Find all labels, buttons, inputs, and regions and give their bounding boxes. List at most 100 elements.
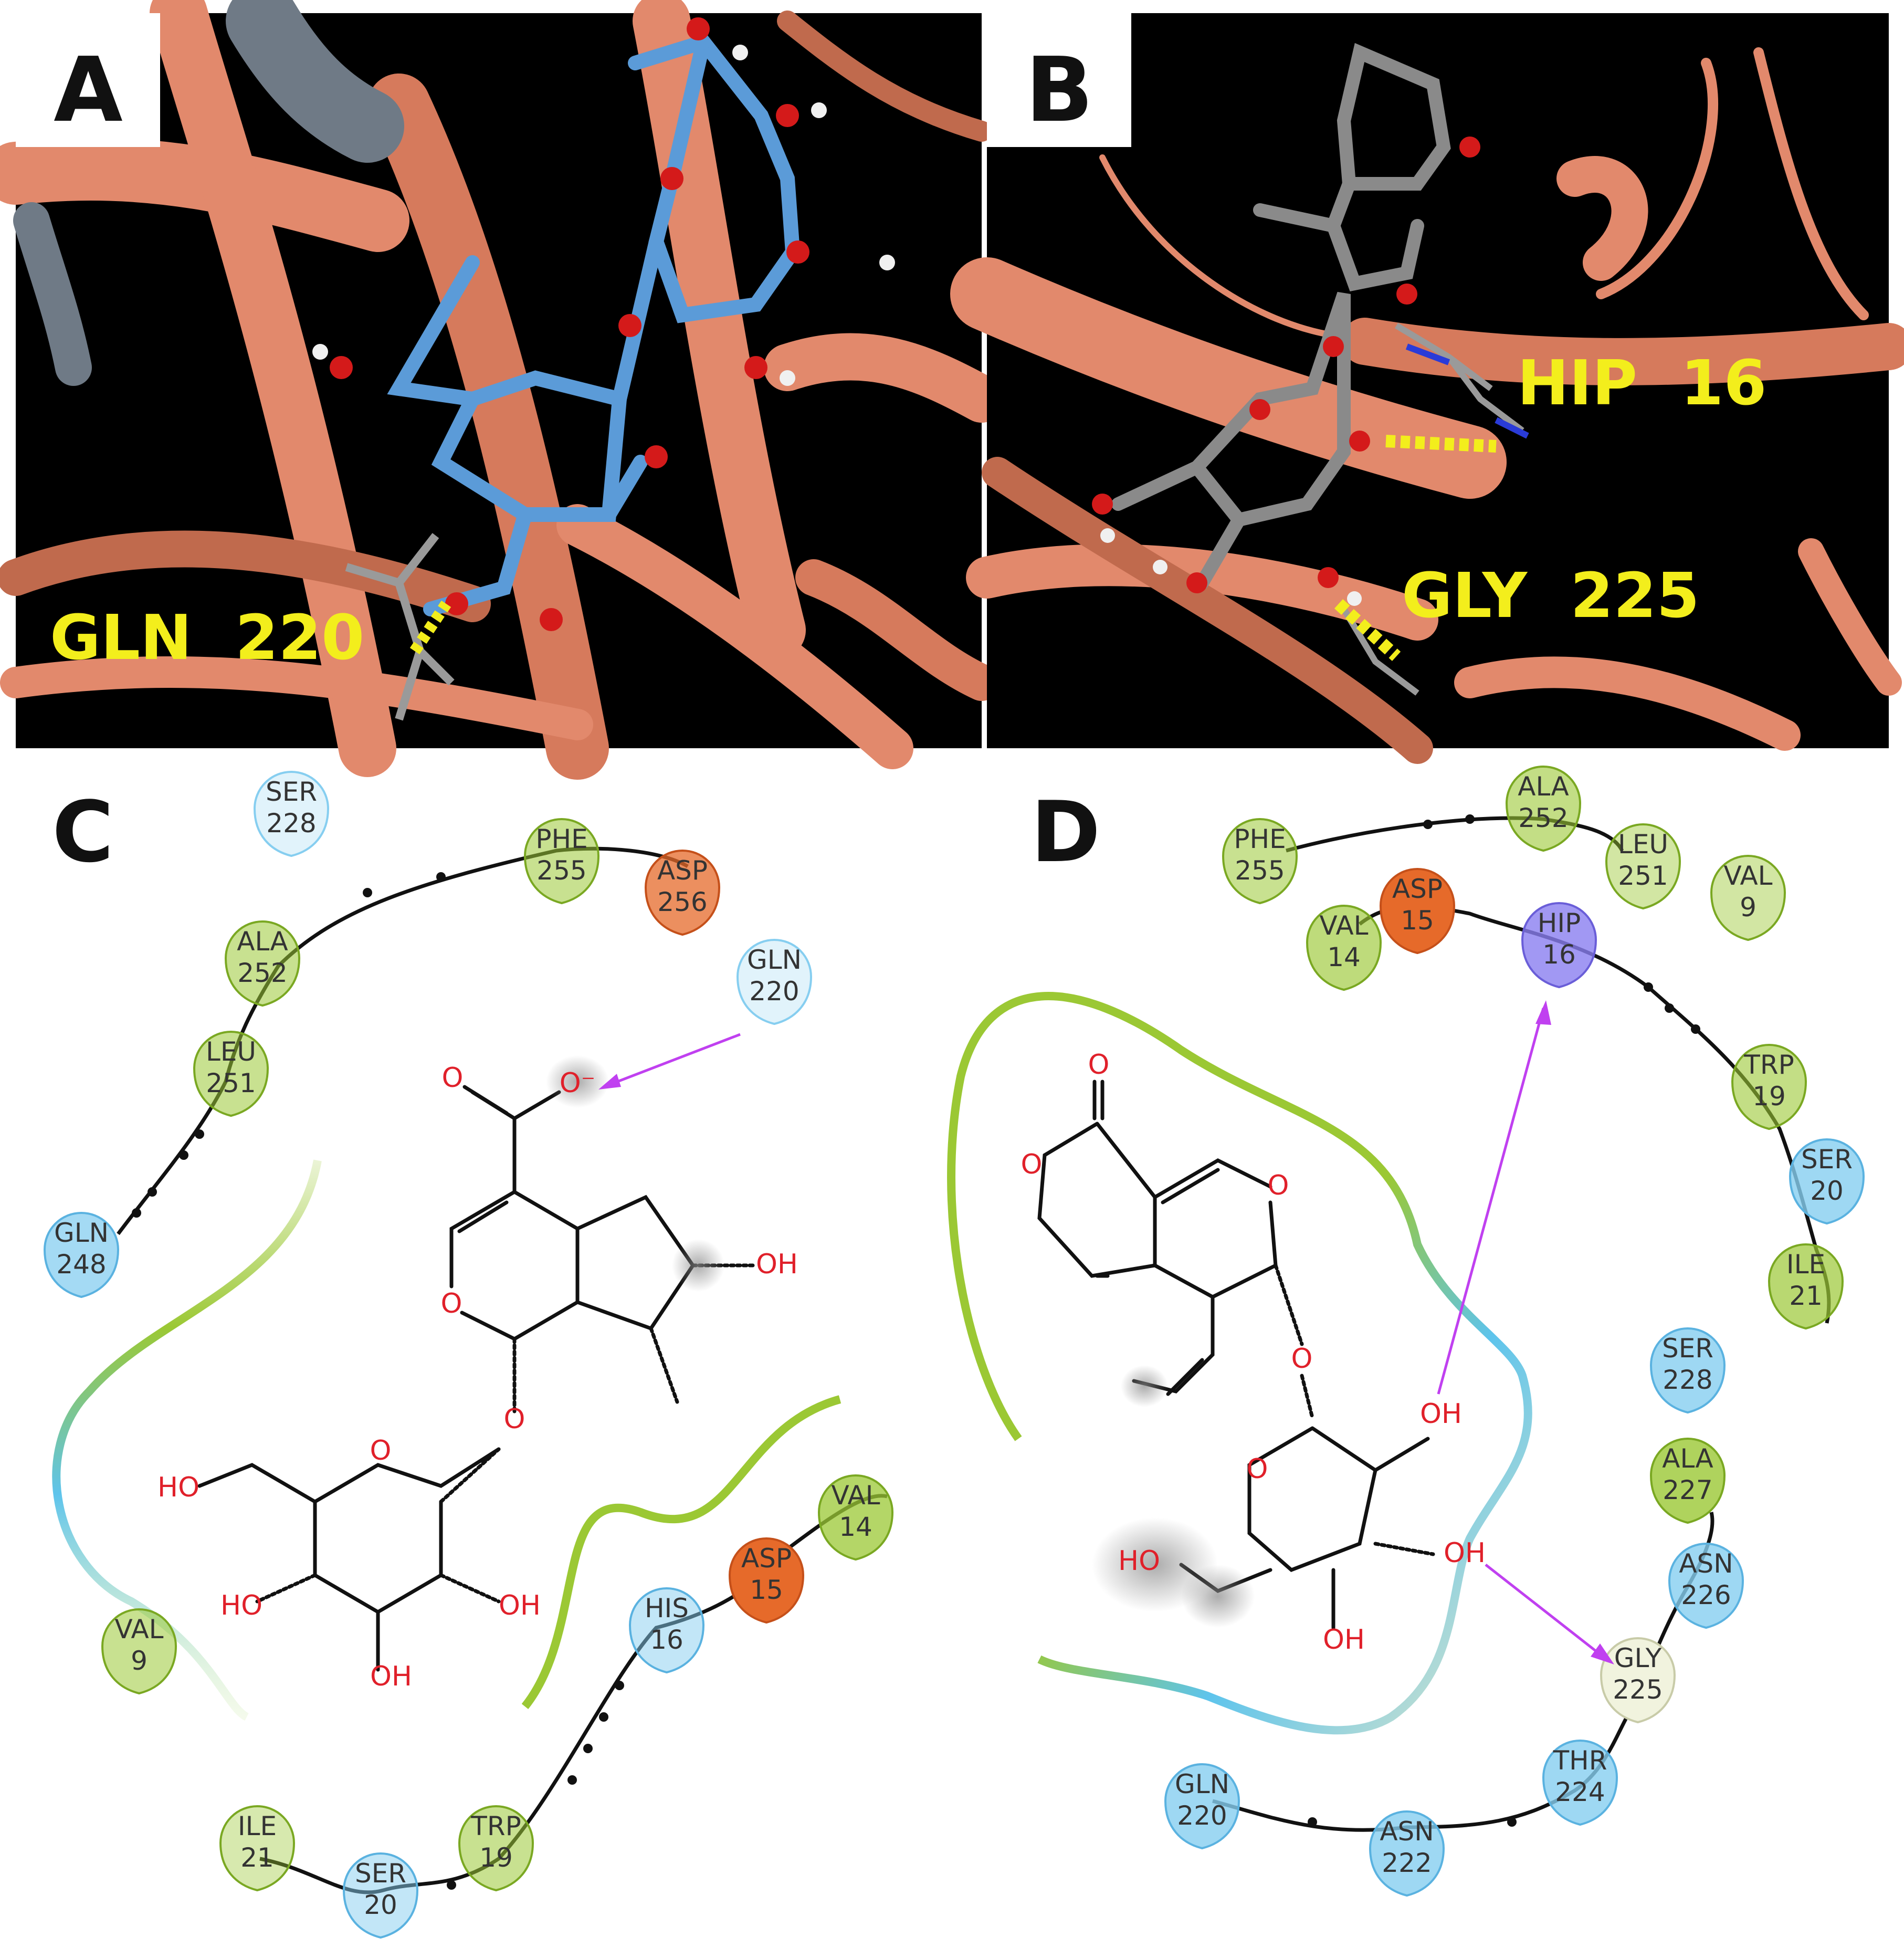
svg-text:19: 19 bbox=[479, 1842, 513, 1873]
atom-d-o-pyran: O bbox=[1268, 1170, 1289, 1201]
svg-text:GLN: GLN bbox=[1175, 1769, 1229, 1799]
svg-text:ALA: ALA bbox=[237, 926, 288, 957]
hbond-arrow-d-gly225 bbox=[1485, 1564, 1607, 1660]
svg-text:SER: SER bbox=[266, 777, 317, 807]
label-gln220-a: GLN 220 bbox=[50, 601, 364, 674]
residue-d-gln220: GLN 220 bbox=[1164, 1763, 1240, 1850]
panel-a-letter: A bbox=[54, 38, 123, 142]
residue-c-ala252: ALA 252 bbox=[224, 920, 301, 1007]
hbond-b-hip16 bbox=[1385, 435, 1497, 453]
svg-text:PHE: PHE bbox=[535, 824, 587, 854]
svg-text:LEU: LEU bbox=[1618, 829, 1668, 860]
svg-text:20: 20 bbox=[1810, 1176, 1844, 1206]
atom-d-o-sugar: O bbox=[1247, 1453, 1268, 1485]
svg-text:227: 227 bbox=[1663, 1475, 1712, 1505]
atom-c-oh-c2: OH bbox=[499, 1590, 541, 1621]
ligand-d-skeleton bbox=[1037, 1080, 1435, 1630]
panel-b-letter: B bbox=[1025, 38, 1093, 142]
atom-c-o-ring1: O bbox=[441, 1288, 462, 1319]
residue-c-ser228: SER 228 bbox=[253, 771, 330, 857]
ligand-d-atom-labels: O O O O OH O OH HO OH bbox=[1021, 1049, 1486, 1656]
svg-text:GLN: GLN bbox=[747, 945, 802, 975]
svg-text:21: 21 bbox=[1789, 1281, 1823, 1311]
svg-text:LEU: LEU bbox=[206, 1036, 256, 1067]
svg-text:SER: SER bbox=[1801, 1144, 1853, 1175]
svg-text:ASP: ASP bbox=[657, 855, 708, 886]
svg-text:14: 14 bbox=[839, 1512, 872, 1542]
svg-text:VAL: VAL bbox=[1319, 910, 1368, 941]
svg-text:252: 252 bbox=[1518, 803, 1568, 833]
label-gly225-b: GLY 225 bbox=[1402, 559, 1700, 632]
svg-text:9: 9 bbox=[1740, 892, 1756, 923]
backbone-nodes-c bbox=[132, 872, 750, 1890]
residue-d-hip16: HIP 16 bbox=[1521, 902, 1597, 989]
residue-d-asp15: ASP 15 bbox=[1379, 868, 1456, 955]
atom-d-oh-c3: OH bbox=[1444, 1537, 1486, 1569]
atom-d-o-carbonyl: O bbox=[1088, 1049, 1110, 1081]
svg-text:SER: SER bbox=[355, 1858, 406, 1889]
residue-d-val14: VAL 14 bbox=[1306, 905, 1382, 991]
residue-d-ser228: SER 228 bbox=[1649, 1327, 1726, 1414]
svg-text:ALA: ALA bbox=[1518, 771, 1569, 802]
residue-c-his16: HIS 16 bbox=[628, 1587, 705, 1674]
residue-d-gly225: GLY 225 bbox=[1600, 1637, 1676, 1724]
residue-c-asp15: ASP 15 bbox=[728, 1537, 805, 1624]
residue-d-thr224: THR 224 bbox=[1542, 1740, 1618, 1826]
svg-text:248: 248 bbox=[56, 1249, 106, 1280]
atom-c-oh-c3: OH bbox=[370, 1661, 412, 1692]
residue-c-ile21: ILE 21 bbox=[219, 1805, 296, 1892]
svg-text:ASN: ASN bbox=[1679, 1548, 1733, 1579]
pocket-line-c-right bbox=[521, 1395, 841, 1709]
residue-c-ser20: SER 20 bbox=[342, 1852, 419, 1939]
atom-d-o-lactone: O bbox=[1021, 1149, 1043, 1180]
svg-text:TRP: TRP bbox=[1743, 1050, 1794, 1080]
svg-text:228: 228 bbox=[266, 808, 316, 839]
svg-text:SER: SER bbox=[1662, 1333, 1713, 1364]
residue-d-asn222: ASN 222 bbox=[1369, 1810, 1445, 1897]
svg-text:VAL: VAL bbox=[1723, 861, 1772, 891]
hydrogens-a bbox=[312, 45, 895, 386]
svg-text:220: 220 bbox=[1177, 1800, 1227, 1831]
svg-text:224: 224 bbox=[1555, 1777, 1605, 1807]
residues-d: ALA 252 PHE 255 LEU 251 VAL 9 ASP 15 bbox=[1164, 766, 1865, 1897]
residue-c-asp256: ASP 256 bbox=[644, 850, 721, 936]
svg-text:20: 20 bbox=[364, 1890, 397, 1920]
panel-c: C SER 228 PHE 255 bbox=[43, 771, 894, 1939]
residue-c-phe255: PHE 255 bbox=[523, 818, 600, 905]
svg-text:TRP: TRP bbox=[470, 1811, 521, 1841]
hbond-arrowhead-c bbox=[598, 1074, 621, 1090]
svg-text:15: 15 bbox=[1401, 905, 1434, 936]
svg-text:252: 252 bbox=[237, 958, 287, 988]
svg-text:VAL: VAL bbox=[831, 1480, 880, 1511]
hbond-arrow-d-hip16 bbox=[1437, 1008, 1545, 1395]
svg-text:GLN: GLN bbox=[54, 1218, 109, 1248]
residue-c-val14: VAL 14 bbox=[817, 1474, 894, 1561]
svg-text:16: 16 bbox=[650, 1625, 683, 1655]
svg-text:228: 228 bbox=[1663, 1365, 1712, 1395]
backbone-nodes-d bbox=[1308, 814, 1700, 1827]
hydrogens-b bbox=[1100, 528, 1362, 606]
atom-c-o-sugar: O bbox=[370, 1435, 392, 1467]
svg-text:251: 251 bbox=[1618, 861, 1668, 891]
residue-d-ile21: ILE 21 bbox=[1768, 1243, 1844, 1330]
panel-a-letter-box bbox=[16, 13, 160, 147]
svg-text:ALA: ALA bbox=[1662, 1443, 1713, 1474]
residue-d-trp19: TRP 19 bbox=[1731, 1044, 1807, 1130]
svg-text:226: 226 bbox=[1681, 1580, 1731, 1610]
residue-c-gln220: GLN 220 bbox=[736, 939, 813, 1025]
gln220-sticks-a bbox=[345, 533, 455, 721]
residue-d-ser20: SER 20 bbox=[1789, 1138, 1865, 1225]
svg-text:21: 21 bbox=[240, 1842, 274, 1873]
hbond-arrowhead-d-gly225 bbox=[1591, 1643, 1614, 1664]
svg-text:222: 222 bbox=[1382, 1848, 1432, 1878]
panel-b-letter-box bbox=[987, 13, 1131, 147]
residue-d-leu251: LEU 251 bbox=[1605, 823, 1681, 910]
residue-d-ala227: ALA 227 bbox=[1649, 1438, 1726, 1524]
residue-nitrogens-b bbox=[1405, 343, 1529, 439]
residue-d-ala252: ALA 252 bbox=[1505, 766, 1582, 852]
atom-c-o-anion: O⁻ bbox=[560, 1067, 595, 1099]
svg-text:ASN: ASN bbox=[1380, 1816, 1434, 1847]
residue-c-gln248: GLN 248 bbox=[43, 1212, 120, 1298]
svg-text:255: 255 bbox=[1235, 855, 1285, 886]
residue-d-val9: VAL 9 bbox=[1710, 855, 1786, 941]
